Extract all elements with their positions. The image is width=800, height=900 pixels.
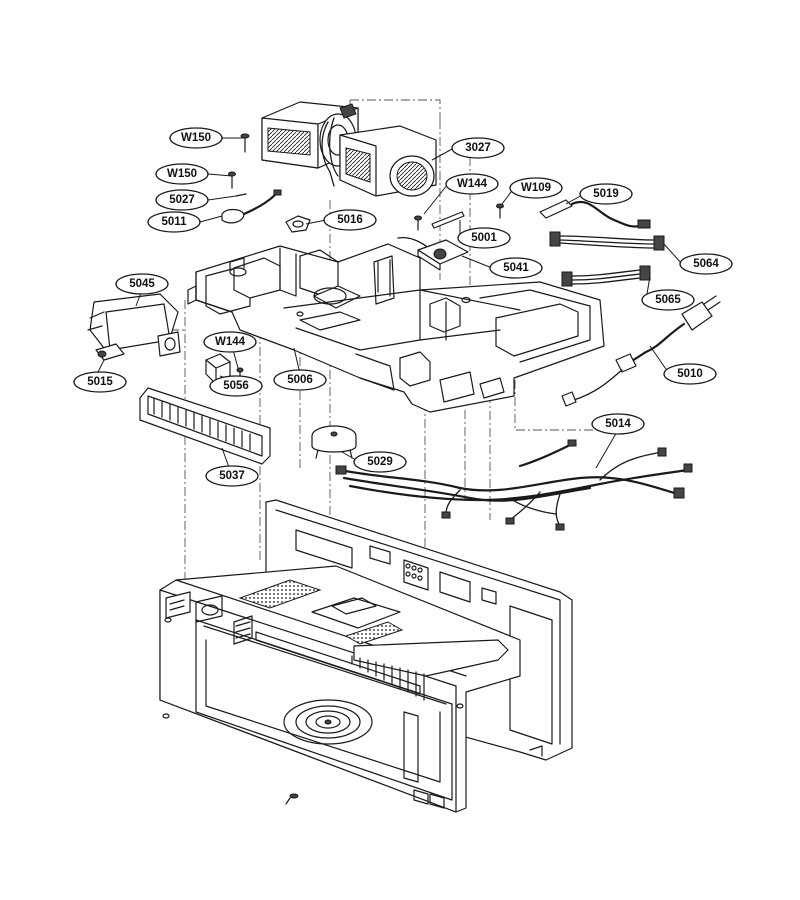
svg-text:5014: 5014 [605, 418, 631, 430]
ribbon-cable-5065 [561, 265, 651, 287]
sensor-5016 [285, 215, 311, 233]
thermal-cutout-wire [221, 189, 282, 224]
callout-5014: 5014 [591, 413, 645, 435]
callout-5045: 5045 [115, 273, 169, 295]
svg-text:W144: W144 [215, 336, 246, 348]
callout-5064: 5064 [679, 253, 733, 275]
callout-5041: 5041 [489, 257, 543, 279]
callout-W150-upper: W150 [169, 127, 223, 149]
svg-text:5064: 5064 [693, 258, 719, 270]
callout-W150-lower: W150 [155, 163, 209, 185]
oven-cavity [159, 565, 521, 813]
turntable-motor-5029 [311, 425, 357, 459]
callout-5065: 5065 [641, 289, 695, 311]
callout-5011: 5011 [147, 211, 201, 233]
svg-text:5045: 5045 [129, 278, 155, 290]
grille-5037 [139, 387, 271, 465]
callout-5056: 5056 [209, 375, 263, 397]
main-wire-harness-5014 [335, 439, 693, 531]
callout-W109: W109 [509, 177, 563, 199]
callout-W144-lower: W144 [203, 331, 257, 353]
base-plate-5006 [187, 243, 605, 413]
svg-text:5010: 5010 [677, 368, 703, 380]
svg-text:5006: 5006 [287, 374, 313, 386]
callout-5016: 5016 [323, 209, 377, 231]
svg-text:5029: 5029 [367, 456, 393, 468]
grille-slots [153, 397, 251, 451]
svg-text:5037: 5037 [219, 470, 245, 482]
wire-harness-5019 [539, 199, 651, 229]
svg-text:5065: 5065 [655, 294, 681, 306]
clip-5015 [95, 343, 125, 361]
screw-bottom [285, 793, 299, 805]
hood-fan-motor-5041 [397, 236, 469, 271]
callout-5027: 5027 [155, 189, 209, 211]
svg-text:5027: 5027 [169, 194, 195, 206]
svg-text:W150: W150 [181, 132, 211, 144]
callout-5015: 5015 [73, 371, 127, 393]
damper-bracket-5045 [87, 293, 181, 357]
rod-5001 [431, 211, 465, 229]
svg-text:5041: 5041 [503, 262, 529, 274]
svg-text:W150: W150 [167, 168, 197, 180]
ribbon-cable-5064 [549, 231, 665, 251]
svg-text:W144: W144 [457, 178, 488, 190]
callout-5019: 5019 [579, 183, 633, 205]
callout-5029: 5029 [353, 451, 407, 473]
svg-text:W109: W109 [521, 182, 551, 194]
screw-w109 [496, 203, 504, 219]
callout-5006: 5006 [273, 369, 327, 391]
power-cord-5010 [561, 295, 721, 407]
svg-text:5011: 5011 [162, 216, 188, 228]
screw-w150-lower [228, 171, 236, 189]
callout-5037: 5037 [205, 465, 259, 487]
svg-text:5056: 5056 [223, 380, 249, 392]
blower-motor-assembly [261, 101, 437, 197]
svg-text:5019: 5019 [593, 188, 619, 200]
callout-W144-upper: W144 [445, 173, 499, 195]
svg-text:3027: 3027 [465, 142, 491, 154]
callout-5010: 5010 [663, 363, 717, 385]
svg-text:5016: 5016 [337, 214, 363, 226]
callout-3027: 3027 [451, 137, 505, 159]
screw-w144-upper [414, 215, 422, 231]
svg-text:5001: 5001 [471, 232, 497, 244]
svg-text:5015: 5015 [87, 376, 113, 388]
callout-5001: 5001 [457, 227, 511, 249]
screw-w150-upper [240, 133, 250, 153]
